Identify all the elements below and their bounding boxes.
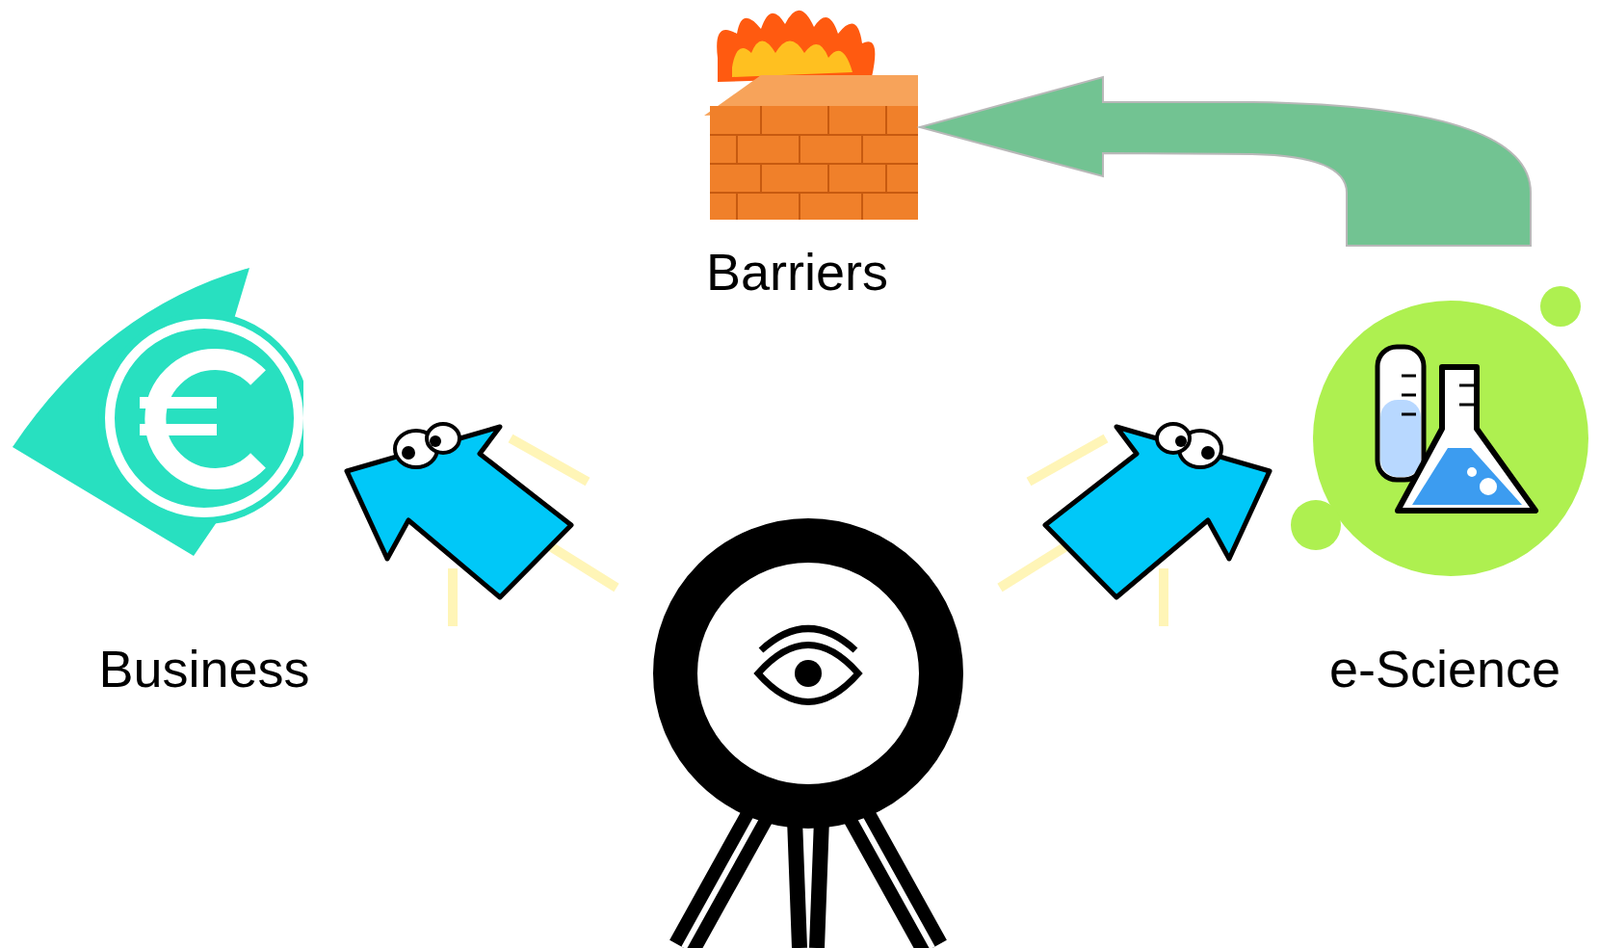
cartoon-arrow	[999, 423, 1270, 627]
firewall-icon	[704, 10, 919, 220]
escience-node: e-Science	[1290, 245, 1600, 704]
business-node: Business	[0, 260, 409, 704]
euro-icon	[12, 267, 311, 556]
block-arrow	[919, 77, 1531, 246]
node-label: Business	[0, 639, 409, 698]
target-icon	[675, 540, 942, 948]
cartoon-arrow	[346, 423, 617, 627]
node-label: e-Science	[1290, 639, 1600, 698]
node-label: Barriers	[674, 242, 920, 301]
flask-icon	[1290, 286, 1589, 577]
barrier-node: Barriers	[674, 0, 920, 309]
